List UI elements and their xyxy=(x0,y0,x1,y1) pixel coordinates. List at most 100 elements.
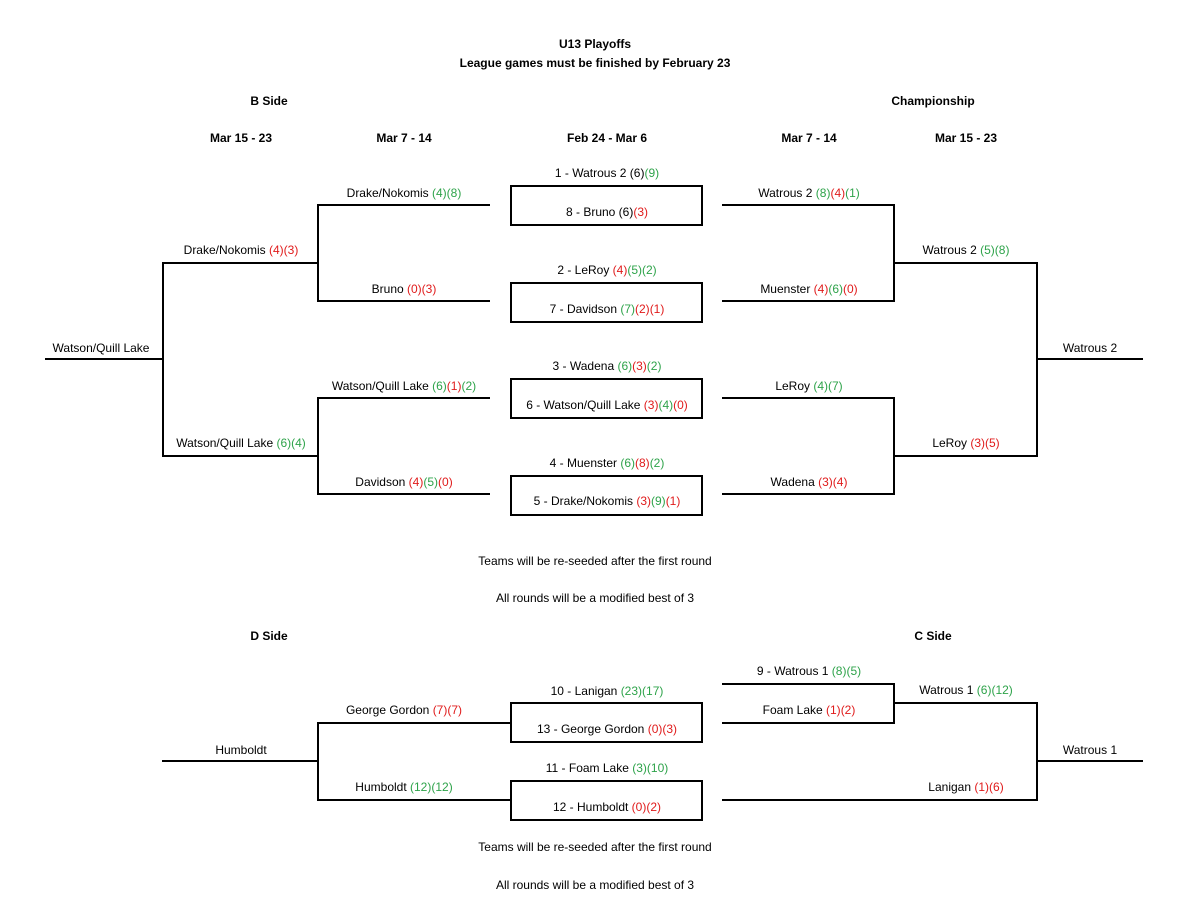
game-score: (4) xyxy=(830,186,846,200)
game-score: (3) xyxy=(662,722,678,736)
game-score: (5) xyxy=(423,475,439,489)
game-score: (23) xyxy=(620,684,643,698)
date-header-b-round1: Mar 7 - 14 xyxy=(376,131,432,145)
b-r1-connector-top xyxy=(317,204,319,302)
game-score: (3) xyxy=(636,494,652,508)
game-score: (6) xyxy=(617,359,633,373)
game-score: (12) xyxy=(431,780,453,794)
lower-first-round-team: 12 - Humboldt (0)(2) xyxy=(553,800,661,814)
first-round-team: 4 - Muenster (6)(8)(2) xyxy=(550,456,665,470)
first-round-team: 1 - Watrous 2 (6)(9) xyxy=(555,166,659,180)
d-line-1 xyxy=(318,722,510,724)
game-score: (0) xyxy=(647,722,663,736)
game-score: (2) xyxy=(646,359,662,373)
champ-final-line-2 xyxy=(893,455,1038,457)
game-score: (9) xyxy=(644,166,660,180)
b-winner-line xyxy=(45,358,164,360)
lower-first-round-team: 11 - Foam Lake (3)(10) xyxy=(546,761,669,775)
game-score: (1) xyxy=(665,494,681,508)
d-side-final-team: George Gordon (7)(7) xyxy=(346,703,462,717)
team-name: 5 - Drake/Nokomis xyxy=(533,494,637,508)
game-score: (3) xyxy=(632,761,647,775)
b-final-line-2 xyxy=(163,455,319,457)
b-side-final-team: Watson/Quill Lake (6)(4) xyxy=(176,436,306,450)
date-header-b-final: Mar 15 - 23 xyxy=(209,131,273,145)
b-side-final-team: Drake/Nokomis (4)(3) xyxy=(184,243,299,257)
reseed-note: Teams will be re-seeded after the first … xyxy=(478,554,712,568)
game-score: (2) xyxy=(646,800,662,814)
game-score: (3) xyxy=(643,398,659,412)
b-side-heading: B Side xyxy=(250,94,288,108)
page-title: U13 Playoffs xyxy=(558,37,632,51)
game-score: (4) xyxy=(291,436,306,450)
game-score: (8) xyxy=(635,456,650,470)
champ-r1-team: Watrous 2 (8)(4)(1) xyxy=(758,186,860,200)
game-score: (5) xyxy=(846,664,862,678)
champ-r1-team: LeRoy (4)(7) xyxy=(775,379,842,393)
game-score: (4) xyxy=(658,398,674,412)
c-r1-line-2 xyxy=(722,722,895,724)
team-name: Watrous 1 xyxy=(919,683,977,697)
game-score: (0) xyxy=(631,800,647,814)
b-side-winner: Watson/Quill Lake xyxy=(52,341,150,355)
team-name: 13 - George Gordon xyxy=(536,722,648,736)
first-round-box-4 xyxy=(510,475,703,516)
game-score: (4) xyxy=(813,282,829,296)
game-score: (3) xyxy=(421,282,437,296)
game-score: (3) xyxy=(970,436,986,450)
champ-r1-line-4 xyxy=(722,493,895,495)
game-score: (1) xyxy=(974,780,990,794)
game-score: (2) xyxy=(642,263,657,277)
game-score: (7) xyxy=(828,379,843,393)
date-header-champ-final: Mar 15 - 23 xyxy=(934,131,998,145)
game-score: (4) xyxy=(612,263,628,277)
team-name: Wadena xyxy=(770,475,819,489)
game-score: (12) xyxy=(991,683,1013,697)
game-score: (6) xyxy=(989,780,1004,794)
champ-r1-connector-bottom xyxy=(893,397,895,495)
game-score: (6) xyxy=(620,456,636,470)
team-name: Bruno xyxy=(371,282,408,296)
team-name: 1 - Watrous 2 xyxy=(554,166,630,180)
team-name: Watson/Quill Lake xyxy=(176,436,277,450)
game-score: (6) xyxy=(629,166,645,180)
game-score: (8) xyxy=(994,243,1010,257)
game-score: (17) xyxy=(642,684,664,698)
c-side-final-team: Lanigan (1)(6) xyxy=(928,780,1003,794)
champ-final-team: LeRoy (3)(5) xyxy=(932,436,999,450)
game-score: (8) xyxy=(831,664,847,678)
first-round-team: 7 - Davidson (7)(2)(1) xyxy=(550,302,665,316)
game-score: (5) xyxy=(980,243,995,257)
c-side-winner: Watrous 1 xyxy=(1062,743,1118,757)
champ-final-line-1 xyxy=(893,262,1038,264)
team-name: 4 - Muenster xyxy=(549,456,621,470)
lower-first-round-box-2 xyxy=(510,780,703,821)
team-name: 8 - Bruno xyxy=(565,205,619,219)
team-name: LeRoy xyxy=(932,436,971,450)
game-score: (7) xyxy=(620,302,636,316)
game-score: (8) xyxy=(446,186,462,200)
b-r1-line-3 xyxy=(318,397,490,399)
team-name: Davidson xyxy=(355,475,409,489)
d-side-heading: D Side xyxy=(250,629,288,643)
team-name: Watson/Quill Lake xyxy=(331,379,433,393)
game-score: (7) xyxy=(447,703,463,717)
champ-r1-line-1 xyxy=(722,204,895,206)
game-score: (2) xyxy=(635,302,650,316)
game-score: (9) xyxy=(651,494,666,508)
game-score: (0) xyxy=(673,398,688,412)
championship-heading: Championship xyxy=(891,94,975,108)
team-name: 3 - Wadena xyxy=(552,359,618,373)
champ-r1-team: Muenster (4)(6)(0) xyxy=(760,282,857,296)
team-name: Drake/Nokomis xyxy=(346,186,433,200)
team-name: 10 - Lanigan xyxy=(550,684,621,698)
game-score: (2) xyxy=(649,456,665,470)
first-round-team: 3 - Wadena (6)(3)(2) xyxy=(553,359,662,373)
game-score: (3) xyxy=(633,205,649,219)
champ-r1-connector-top xyxy=(893,204,895,302)
first-round-team: 6 - Watson/Quill Lake (3)(4)(0) xyxy=(526,398,688,412)
b-side-r1-team: Drake/Nokomis (4)(8) xyxy=(347,186,462,200)
game-score: (4) xyxy=(813,379,829,393)
c-side-final-team: Watrous 1 (6)(12) xyxy=(919,683,1013,697)
first-round-team: 8 - Bruno (6)(3) xyxy=(566,205,648,219)
